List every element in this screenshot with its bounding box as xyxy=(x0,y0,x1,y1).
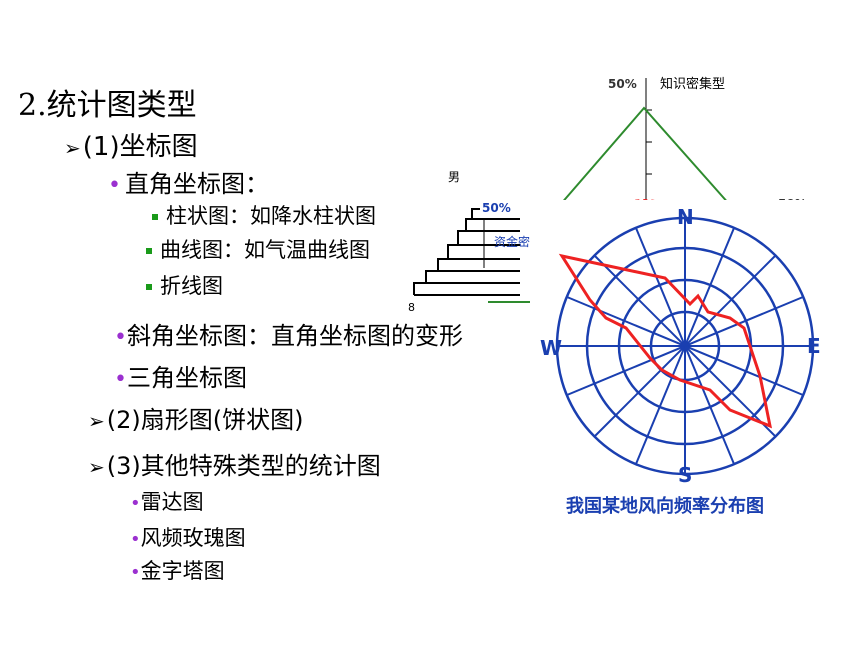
arrow-bullet-icon: ➢ xyxy=(88,409,105,433)
arrow-bullet-icon: ➢ xyxy=(64,136,81,160)
item-triangle-coordinate: •三角坐标图 xyxy=(114,364,247,392)
wind-rose-caption: 我国某地风向频率分布图 xyxy=(566,495,764,517)
item-curve-chart: 曲线图：如气温曲线图 xyxy=(146,234,370,264)
item-bar-chart: 柱状图：如降水柱状图 xyxy=(152,200,376,230)
arrow-bullet-icon: ➢ xyxy=(88,455,105,479)
square-bullet-icon xyxy=(146,284,152,290)
triangle-chart-fragment: 50% 知识密集型 50% xyxy=(560,76,807,210)
item-coordinate-chart: ➢(1)坐标图 xyxy=(64,132,198,162)
wind-rose-label-w: W xyxy=(540,336,562,360)
item-oblique-coordinate: •斜角坐标图：直角坐标图的变形 xyxy=(114,322,463,350)
item-line-chart: 折线图 xyxy=(146,270,223,300)
dot-bullet-icon: • xyxy=(114,367,127,392)
dot-bullet-icon: • xyxy=(114,325,127,350)
dot-bullet-icon: • xyxy=(130,529,141,550)
wind-rose-label-s: S xyxy=(678,463,692,487)
square-bullet-icon xyxy=(152,214,158,220)
item-special-charts: ➢(3)其他特殊类型的统计图 xyxy=(88,452,381,480)
item-wind-rose: •风频玫瑰图 xyxy=(130,526,246,550)
dot-bullet-icon: • xyxy=(130,562,141,583)
capital-label: 资金密 xyxy=(494,234,530,249)
square-bullet-icon xyxy=(146,248,152,254)
pyramid-male-label: 男 xyxy=(448,170,460,184)
capital-chart-fragment: 50% 资金密 xyxy=(482,201,532,303)
wind-rose-frequency-line xyxy=(558,253,773,429)
item-radar-chart: •雷达图 xyxy=(130,490,204,514)
triangle-ticks xyxy=(646,109,652,175)
wind-rose-label-n: N xyxy=(677,205,694,229)
dot-bullet-icon: • xyxy=(108,173,121,198)
item-pie-chart: ➢(2)扇形图(饼状图) xyxy=(88,406,304,434)
wind-rose-spokes xyxy=(557,218,813,474)
wind-rose-chart: N S E W 我国某地风向频率分布图 xyxy=(530,200,830,530)
triangle-green-line xyxy=(560,106,731,206)
triangle-pct-top: 50% xyxy=(608,77,637,91)
item-rectangular-coordinate: •直角坐标图： xyxy=(108,170,269,198)
triangle-label-top: 知识密集型 xyxy=(660,76,725,92)
capital-pct-label: 50% xyxy=(482,201,511,215)
slide-title: 2.统计图类型 xyxy=(18,88,197,123)
item-pyramid-chart: •金字塔图 xyxy=(130,559,225,583)
pyramid-axis-tick: 8 xyxy=(408,301,415,314)
dot-bullet-icon: • xyxy=(130,493,141,514)
wind-rose-label-e: E xyxy=(807,334,821,358)
